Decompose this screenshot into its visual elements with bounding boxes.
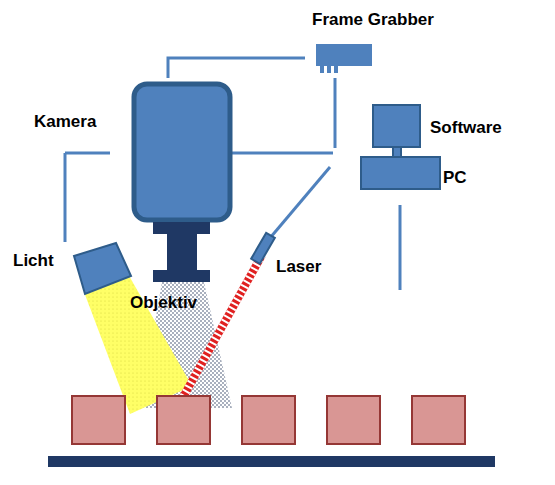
light-source [74,243,131,294]
frame-grabber [316,44,372,73]
part-label: Software [430,118,502,138]
part-label: Laser [276,257,321,277]
laser-device [251,233,275,264]
part-label: Licht [13,251,54,271]
pc [361,105,440,189]
part-label: Objektiv [130,293,197,313]
objects [72,396,465,444]
part-label: Frame Grabber [312,10,434,30]
camera-body [134,84,230,220]
lens [153,222,210,282]
part-label: PC [443,168,467,188]
part-label: Kamera [34,112,96,132]
conveyor-bar [48,456,495,467]
